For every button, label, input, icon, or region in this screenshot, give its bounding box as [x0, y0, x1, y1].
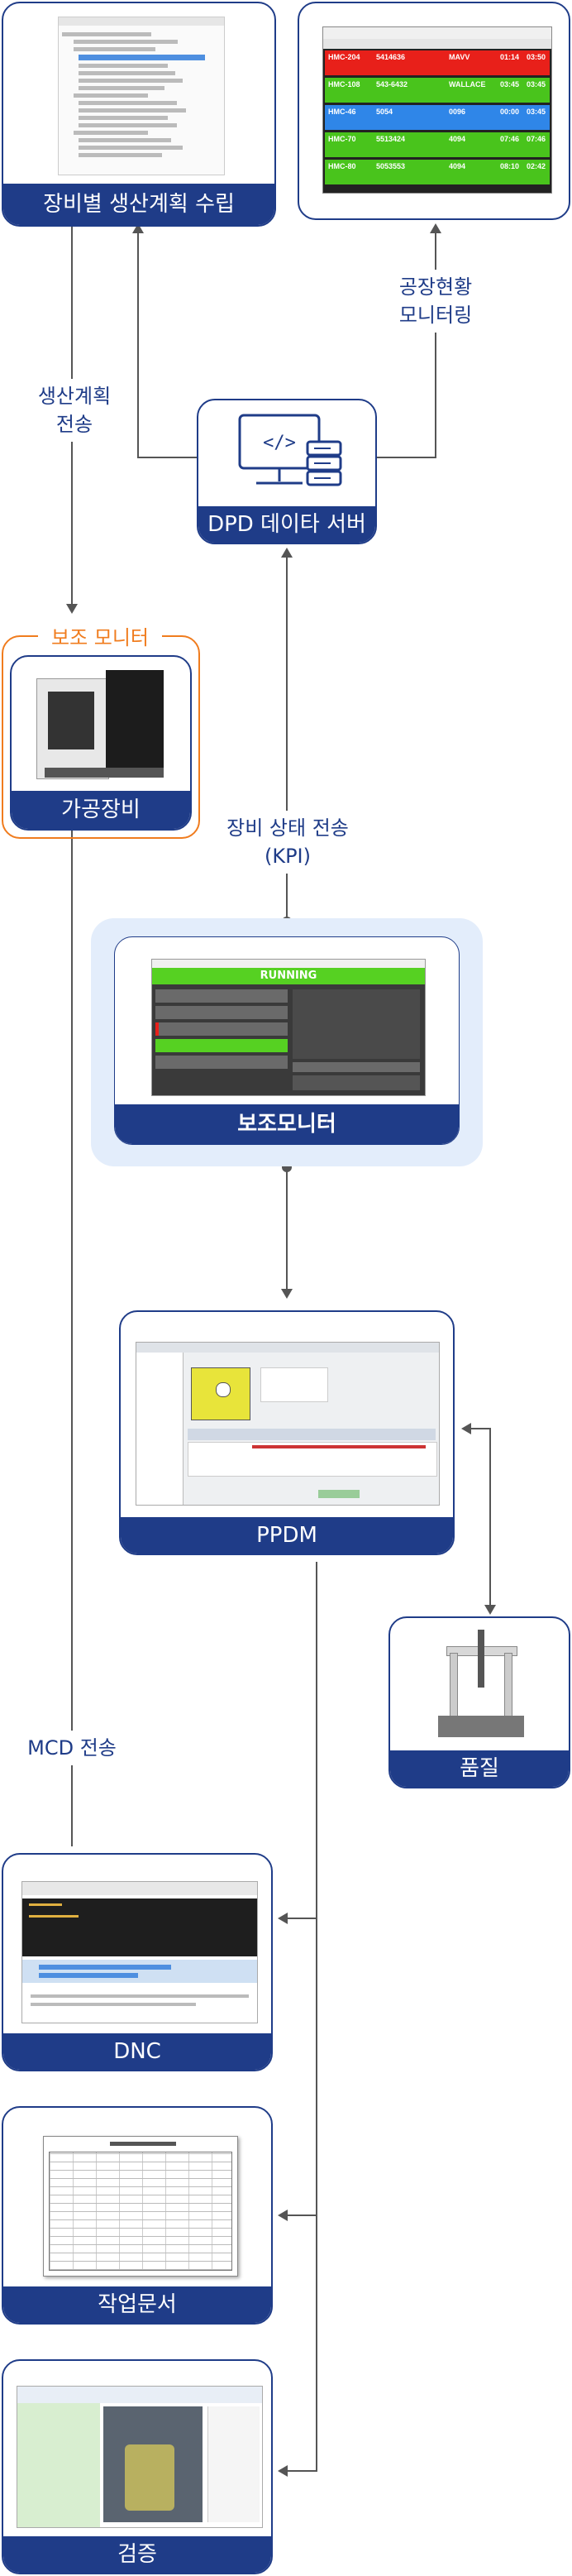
node-label: 품질 — [390, 1750, 569, 1787]
monitor-cell-t1: 00:00 — [500, 108, 520, 116]
monitor-cell-t2: 03:45 — [527, 108, 546, 116]
edge-ppdm-quality-h — [470, 1428, 489, 1429]
edge-kpi — [286, 556, 288, 920]
arrow-left-icon — [461, 1423, 471, 1434]
arrow-left-icon — [278, 2465, 288, 2477]
arrow-down-icon — [281, 1289, 293, 1299]
node-production-plan[interactable]: 장비별 생산계획 수립 — [2, 2, 276, 227]
edge-server-to-plan-v — [137, 233, 139, 457]
ppdm-screenshot — [136, 1342, 440, 1506]
monitor-cell-num: 5054 — [376, 108, 393, 116]
edge-ppdm-quality-v — [489, 1428, 491, 1605]
arrow-down-icon — [66, 604, 78, 614]
monitor-cell-t1: 01:14 — [500, 53, 520, 61]
aux-monitor-screenshot: RUNNING — [151, 959, 426, 1096]
edge-bus-verify — [286, 2470, 317, 2472]
svg-text:</>: </> — [263, 433, 296, 453]
monitor-cell-name: 4094 — [449, 135, 466, 143]
machine-tool-image — [36, 670, 165, 783]
monitor-row: HMC-46 5054 0096 00:00 03:45 — [325, 105, 550, 130]
node-label: 보조모니터 — [115, 1104, 459, 1144]
monitor-cell-num: 5414636 — [376, 53, 406, 61]
verify-screenshot — [17, 2386, 263, 2528]
arrow-up-icon — [430, 223, 441, 233]
node-aux-monitor[interactable]: RUNNING 보조모니터 — [114, 936, 460, 1145]
node-label: 검증 — [3, 2536, 271, 2573]
work-document-image — [43, 2136, 238, 2277]
edge-ppdm-bus — [316, 1562, 317, 2472]
monitor-cell-num: 5053553 — [376, 162, 406, 170]
aux-monitor-title: 보조 모니터 — [38, 624, 162, 652]
monitor-cell-num: 5513424 — [376, 135, 406, 143]
monitor-cell-name: 0096 — [449, 108, 466, 116]
monitor-cell-code: HMC-80 — [328, 162, 356, 170]
edge-server-to-monitor-h — [377, 457, 436, 458]
node-work-document[interactable]: 작업문서 — [2, 2106, 273, 2325]
monitor-cell-t2: 03:45 — [527, 80, 546, 89]
plan-tree-screenshot — [58, 17, 225, 175]
monitor-cell-name: 4094 — [449, 162, 466, 170]
monitor-cell-t2: 02:42 — [527, 162, 546, 170]
node-verify[interactable]: 검증 — [2, 2359, 273, 2574]
node-quality[interactable]: 품질 — [388, 1616, 570, 1788]
monitor-cell-t1: 03:45 — [500, 80, 520, 89]
dnc-screenshot — [21, 1881, 258, 2023]
aux-status-bar: RUNNING — [152, 968, 425, 984]
server-monitor-icon: </> — [238, 414, 342, 486]
node-label: PPDM — [121, 1517, 453, 1554]
monitor-row: HMC-70 5513424 4094 07:46 07:46 — [325, 132, 550, 157]
edge-aux-to-ppdm — [286, 1166, 288, 1290]
cmm-machine-image — [431, 1630, 531, 1745]
edge-server-to-plan-h — [137, 457, 197, 458]
edge-bus-workdoc — [286, 2214, 317, 2216]
monitor-cell-t2: 07:46 — [527, 135, 546, 143]
monitor-cell-t2: 03:50 — [527, 53, 546, 61]
node-label: 작업문서 — [3, 2286, 271, 2323]
edge-server-to-monitor-v — [435, 233, 436, 457]
edge-mcd — [71, 827, 73, 1846]
monitor-cell-name: WALLACE — [449, 80, 486, 89]
node-label: 장비별 생산계획 수립 — [3, 184, 274, 225]
node-label: DNC — [3, 2033, 271, 2070]
monitor-cell-code: HMC-108 — [328, 80, 360, 89]
monitor-cell-name: MAVV — [449, 53, 470, 61]
edge-label-mcd: MCD 전송 — [18, 1731, 126, 1765]
arrow-down-icon — [484, 1605, 496, 1615]
monitor-row: HMC-204 5414636 MAVV 01:14 03:50 — [325, 50, 550, 75]
edge-label-factory-status: 공장현황 모니터링 — [374, 270, 498, 333]
node-label: 가공장비 — [12, 791, 190, 829]
node-machine[interactable]: 가공장비 — [10, 655, 192, 831]
node-label: DPD 데이타 서버 — [198, 506, 375, 543]
monitor-cell-code: HMC-204 — [328, 53, 360, 61]
edge-bus-dnc — [286, 1918, 317, 1919]
edge-label-plan-transfer: 생산계획 전송 — [17, 379, 132, 442]
monitor-cell-code: HMC-70 — [328, 135, 356, 143]
node-ppdm[interactable]: PPDM — [119, 1310, 455, 1555]
arrow-up-icon — [281, 548, 293, 558]
monitor-cell-num: 543-6432 — [376, 80, 408, 89]
monitor-cell-code: HMC-46 — [328, 108, 356, 116]
node-dnc[interactable]: DNC — [2, 1853, 273, 2071]
monitor-cell-t1: 08:10 — [500, 162, 520, 170]
monitor-row: HMC-108 543-6432 WALLACE 03:45 03:45 — [325, 78, 550, 103]
arrow-left-icon — [278, 1913, 288, 1924]
monitor-row: HMC-80 5053553 4094 08:10 02:42 — [325, 160, 550, 184]
edge-label-kpi: 장비 상태 전송 (KPI) — [207, 811, 369, 874]
monitor-cell-t1: 07:46 — [500, 135, 520, 143]
node-dpd-server[interactable]: </> DPD 데이타 서버 — [197, 399, 377, 544]
arrow-left-icon — [278, 2210, 288, 2221]
